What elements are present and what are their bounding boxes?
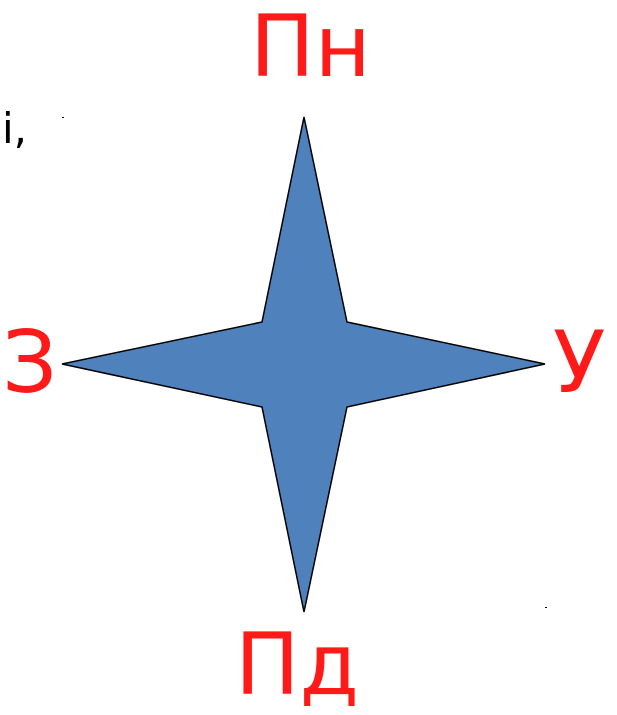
stray-dot (545, 607, 547, 608)
compass-star-shape (61, 116, 546, 613)
partial-text-fragment: i, (2, 104, 28, 153)
west-label: З (2, 313, 58, 413)
north-label: Пн (250, 0, 371, 97)
stray-dot (62, 117, 64, 118)
south-label: Пд (235, 615, 360, 715)
east-label: У (553, 313, 606, 413)
